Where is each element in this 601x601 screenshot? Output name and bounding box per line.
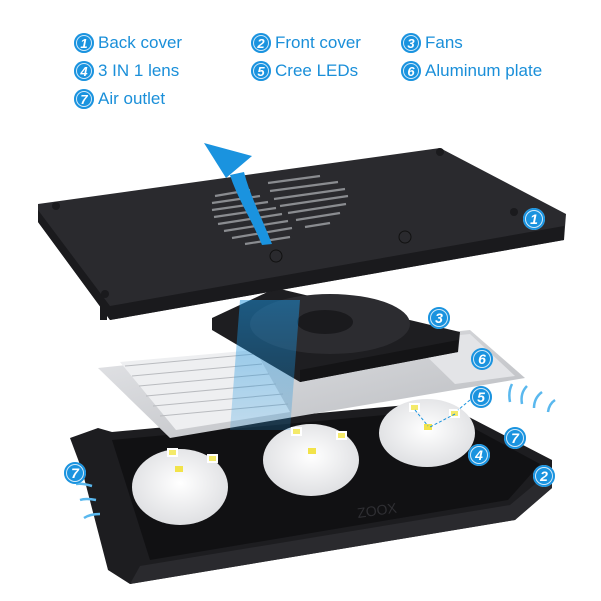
number-badge-icon: 1 [74,33,94,53]
legend-label: Front cover [275,33,361,52]
callout-air-outlet-left-icon: 7 [64,462,86,484]
legend-label: Back cover [98,33,183,52]
callout-fan-icon: 3 [428,307,450,329]
legend-item-leds: 5 Cree LEDs [251,61,358,81]
legend-label: Cree LEDs [275,61,359,80]
callout-back-cover-icon: 1 [523,208,545,230]
airflow-arrows [75,143,556,520]
legend-label: Aluminum plate [425,61,543,80]
number-badge-icon: 2 [251,33,271,53]
callout-air-outlet-right-icon: 7 [504,427,526,449]
legend-item-front-cover: 2 Front cover [251,33,361,53]
callout-lens-icon: 4 [468,444,490,466]
number-badge-icon: 4 [74,61,94,81]
led-chips [167,403,460,463]
number-badge-icon: 7 [74,89,94,109]
number-badge-icon: 5 [251,61,271,81]
number-badge-icon: 3 [401,33,421,53]
brand-logo: ZOOX [356,500,398,521]
legend-item-aluminum-plate: 6 Aluminum plate [401,61,542,81]
legend-item-fans: 3 Fans [401,33,463,53]
back-cover [38,148,566,320]
legend-label: 3 IN 1 lens [98,61,180,80]
legend-item-back-cover: 1 Back cover [74,33,182,53]
callout-leds-icon: 5 [470,386,492,408]
lens-module [132,399,475,525]
callout-aluminum-plate-icon: 6 [471,348,493,370]
legend-label: Fans [425,33,463,52]
legend-label: Air outlet [98,89,166,108]
callout-front-cover-icon: 2 [533,465,555,487]
number-badge-icon: 6 [401,61,421,81]
legend-item-lens: 4 3 IN 1 lens [74,61,179,81]
legend-item-air-outlet: 7 Air outlet [74,89,165,109]
